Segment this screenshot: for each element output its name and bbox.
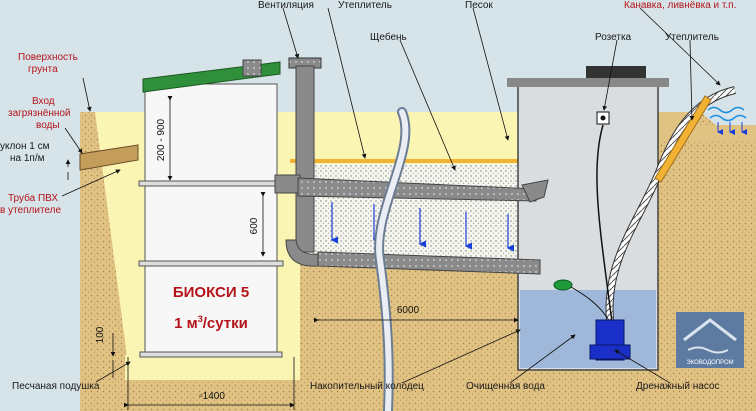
well-lid [507,78,669,87]
label-clean-water: Очищенная вода [466,381,545,392]
water-wave-icon [707,106,747,122]
socket-cable [596,124,613,323]
dim-100: 100 [95,326,106,343]
label-insulation-right: Утеплитель [665,32,719,43]
vent-pipe [295,65,315,253]
float-switch-icon [553,279,573,291]
label-ground-2: грунта [28,64,58,75]
label-inlet-2: загрязнённой [8,108,71,119]
label-socket: Розетка [595,32,632,43]
leader-lines [61,7,721,384]
label-pipe-1: Труба ПВХ [8,192,58,204]
tank-ring-2 [138,260,284,267]
dim-600: 600 [249,217,260,234]
label-slope-1: уклон 1 см [0,141,50,152]
upper-drain-end [521,179,549,203]
well-hatch [586,66,646,78]
lower-drain-pipe [317,251,541,275]
label-ground-1: Поверхность [18,52,78,63]
tank-capacity: 1 м3/сутки [174,314,248,332]
label-canal: Канавка, ливнёвка и т.п. [624,0,736,11]
dim-1400: ▫1400 [199,391,225,402]
tank-model: БИОКСИ 5 [173,284,249,301]
infiltration-arrows [330,202,514,252]
gravel-layer [300,164,522,262]
label-ventilation: Вентиляция [258,0,314,11]
tank-bottom-section [144,263,278,355]
sand-cushion [125,355,300,380]
tank-base [139,351,283,358]
dim-200-900: 200 - 900 [156,118,167,161]
lid-vent [242,59,262,77]
outlet-pipe [274,174,301,194]
sand-layer [300,112,522,164]
dim-6000: 6000 [397,305,420,316]
company-logo-icon: ЭКОВОДОПРОМ [676,312,744,368]
label-insulation-top: Утеплитель [338,0,392,11]
insulation-strip [290,159,522,163]
tank-ring-1 [138,180,284,187]
label-inlet-1: Вход [32,96,55,107]
label-sand: Песок [465,0,493,11]
tank-top-section [144,83,278,183]
label-drainage-pump: Дренажный насос [636,381,720,392]
label-slope-2: на 1п/м [10,153,45,164]
well-water [520,290,656,368]
label-pipe-2: в утеплителе [0,205,61,216]
upper-drain-pipe [297,177,537,202]
label-sand-cushion: Песчаная подушка [12,381,100,392]
svg-text:ЭКОВОДОПРОМ: ЭКОВОДОПРОМ [686,360,733,366]
label-storage-well: Накопительный колодец [310,381,424,392]
label-inlet-3: воды [36,120,60,131]
hose-insulation [654,95,712,183]
inlet-pipe [79,144,139,171]
label-gravel: Щебень [370,31,407,43]
